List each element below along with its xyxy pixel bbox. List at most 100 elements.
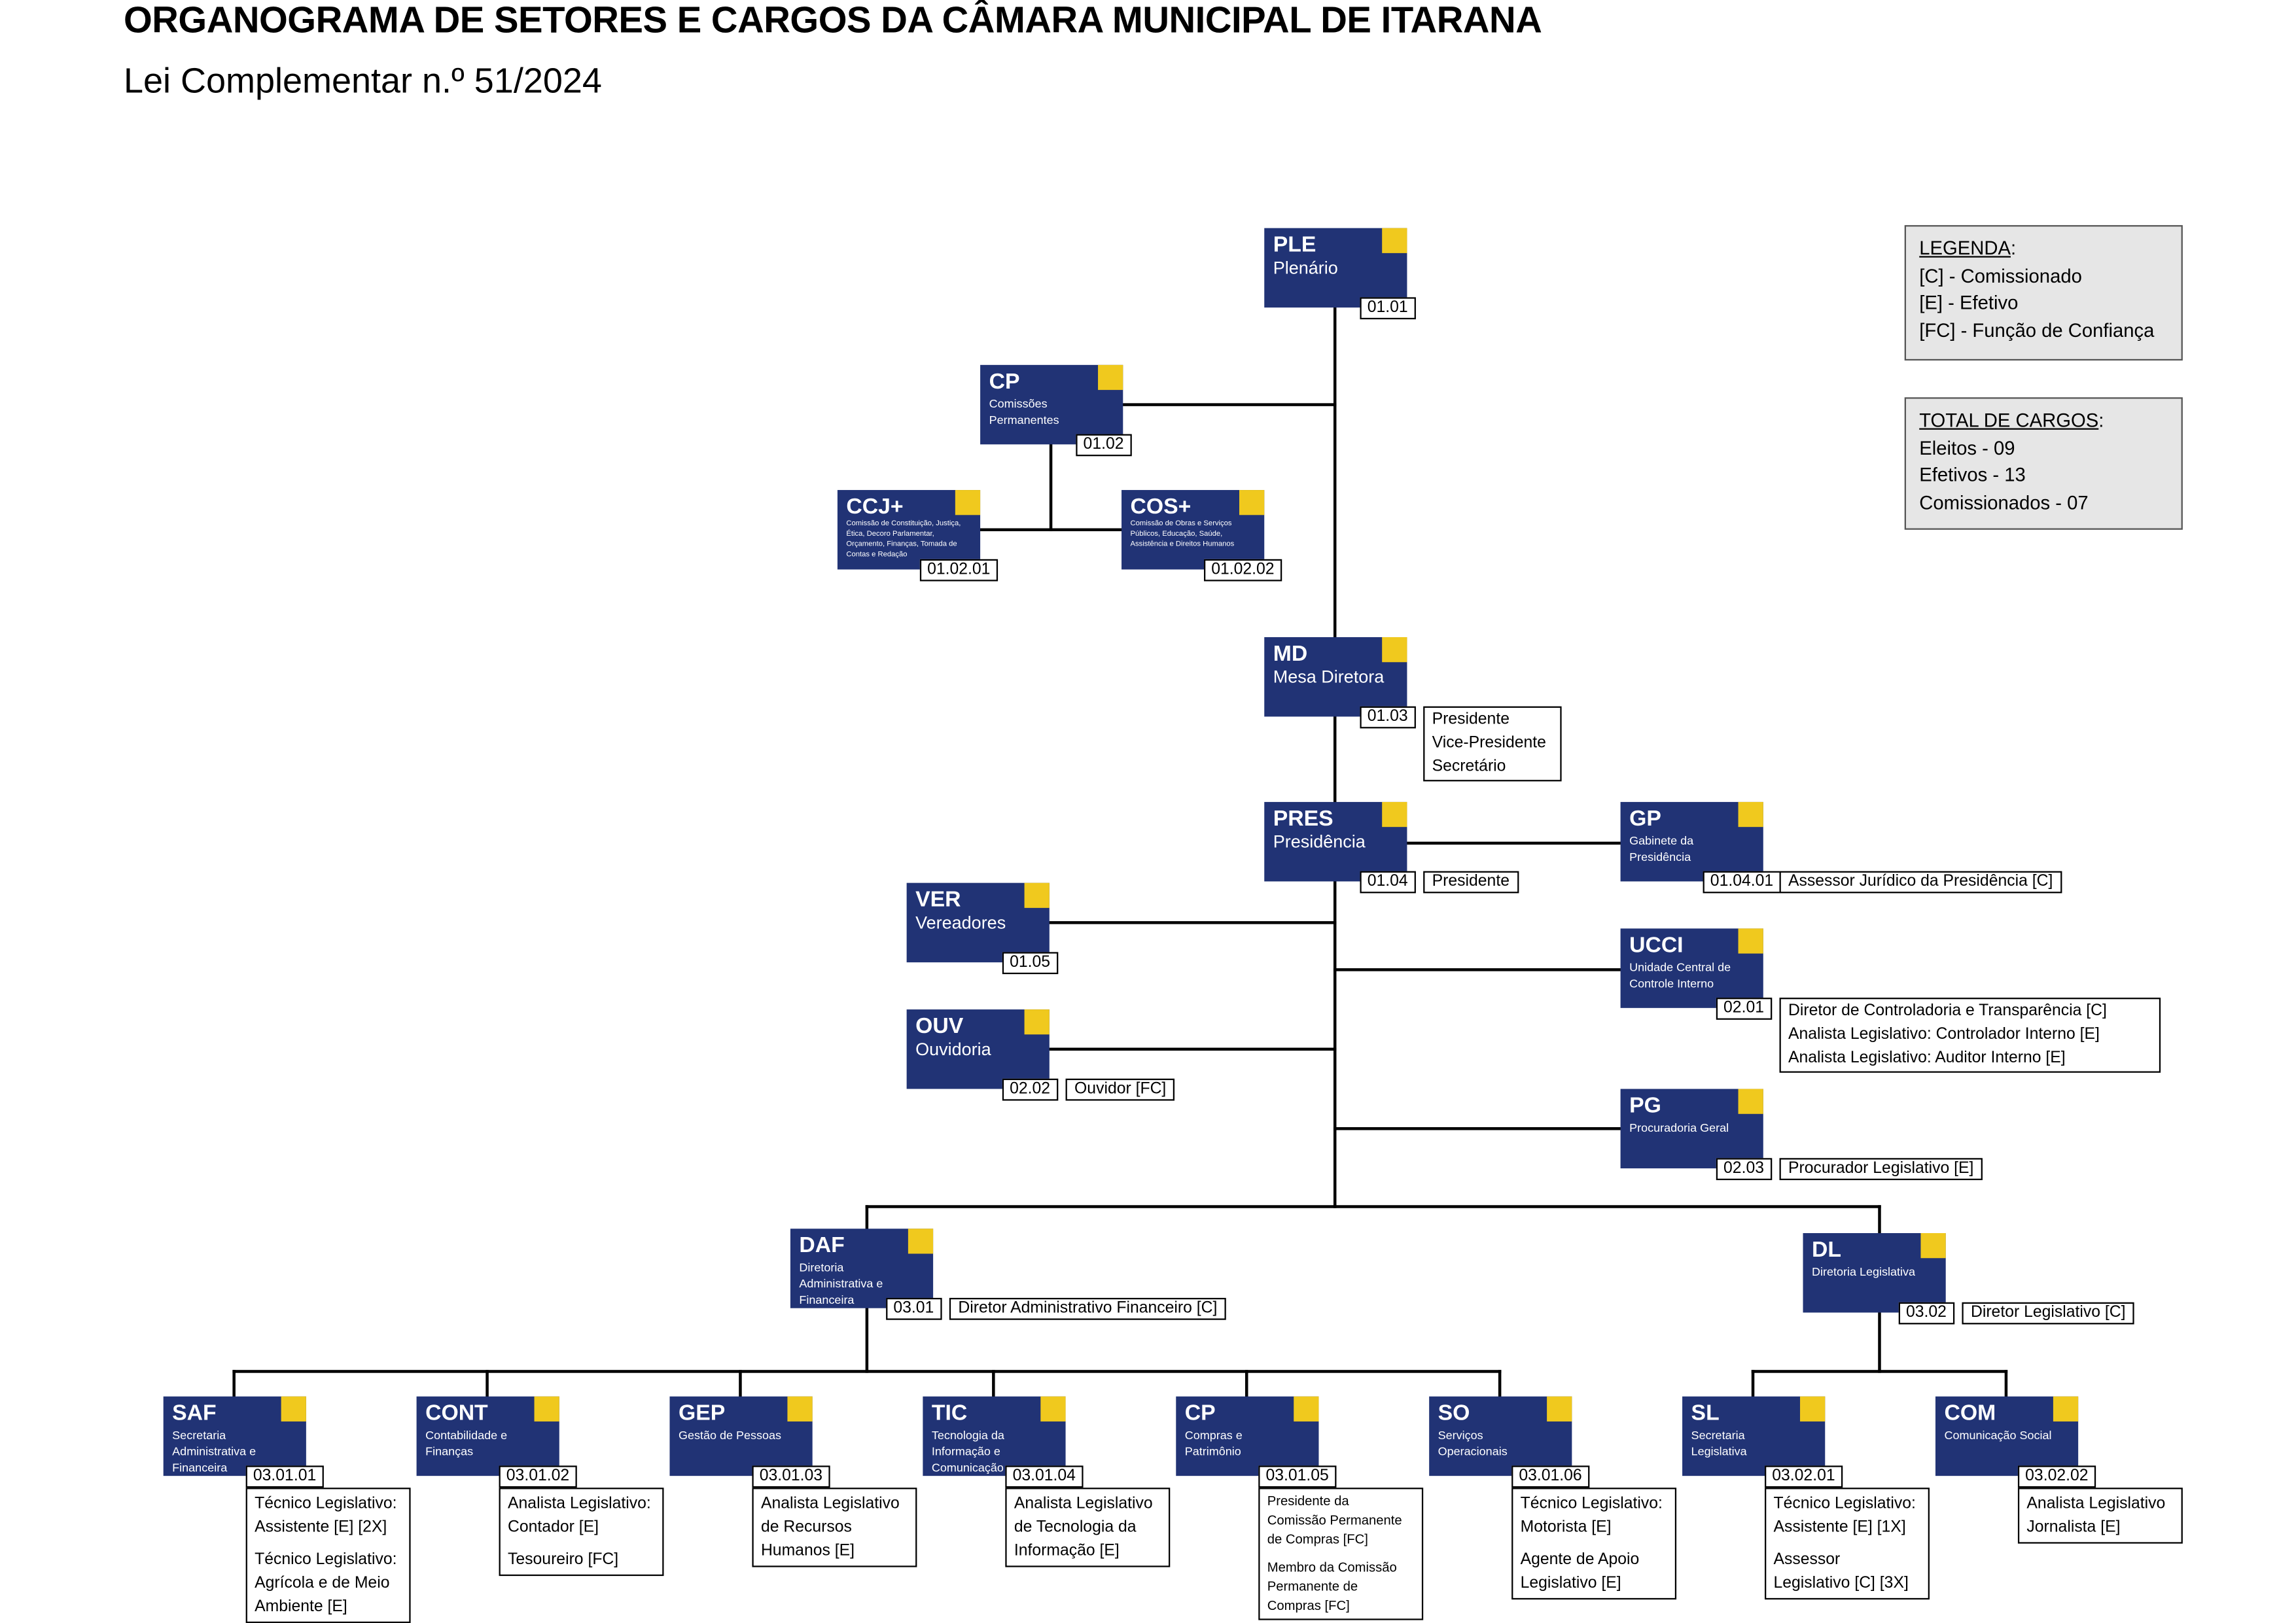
role-line: Técnico Legislativo: — [255, 1495, 397, 1513]
accent-square-icon — [1098, 364, 1123, 391]
unit-code: 03.02.02 — [2017, 1465, 2096, 1488]
role-label: Diretor Legislativo [C] — [1962, 1302, 2134, 1325]
unit-name: Comissões Permanentes — [989, 397, 1059, 427]
role-line: Agente de Apoio — [1520, 1550, 1640, 1569]
unit-abbr: GP — [1629, 806, 1661, 831]
unit-code: 03.01.02 — [499, 1465, 577, 1488]
org-box-so-03-01-06: SO Serviços Operacionais — [1429, 1396, 1572, 1476]
role-line: Motorista [E] — [1520, 1518, 1612, 1537]
role-line: Analista Legislativo — [2026, 1495, 2166, 1513]
unit-abbr: SAF — [172, 1401, 217, 1426]
unit-abbr: PLE — [1273, 232, 1316, 258]
connector-line — [1498, 1369, 1502, 1399]
unit-abbr: CONT — [425, 1401, 488, 1426]
connector-line — [1404, 841, 1623, 845]
unit-code: 03.01.04 — [1005, 1465, 1084, 1488]
accent-square-icon — [1024, 882, 1050, 908]
connector-line — [1049, 442, 1053, 532]
accent-square-icon — [1738, 1089, 1763, 1114]
unit-code: 01.04.01 — [1703, 871, 1781, 894]
unit-name: Presidência — [1273, 831, 1366, 852]
connector-line — [1751, 1369, 2008, 1374]
role-line: Legislativo [C] [3X] — [1773, 1574, 1909, 1592]
org-box-cont-03-01-02: CONT Contabilidade e Finanças — [416, 1396, 559, 1476]
connector-line — [1048, 920, 1337, 925]
role-line: Ambiente [E] — [255, 1597, 347, 1616]
accent-square-icon — [908, 1229, 934, 1254]
role-label: Ouvidor [FC] — [1065, 1078, 1175, 1101]
spacer — [508, 1539, 655, 1548]
unit-abbr: DL — [1812, 1237, 1841, 1263]
unit-code: 01.04 — [1360, 871, 1415, 894]
unit-abbr: PG — [1629, 1093, 1661, 1119]
role-line: Tesoureiro [FC] — [508, 1550, 619, 1569]
unit-abbr: GEP — [678, 1401, 726, 1426]
role-line: Diretor de Controladoria e Transparência… — [1788, 1002, 2107, 1020]
connector-line — [1333, 968, 1623, 972]
org-box-cos-01-02-02: COS+Comissão de Obras e Serviços Público… — [1122, 490, 1265, 570]
unit-name: Comissão de Obras e Serviços Públicos, E… — [1130, 519, 1235, 550]
accent-square-icon — [1547, 1396, 1572, 1422]
org-box-gp-01-04-01: GP Gabinete da Presidência — [1620, 801, 1763, 882]
totals-item: Comissionados - 07 — [1919, 491, 2089, 513]
accent-square-icon — [534, 1396, 559, 1422]
role-line: Legislativo [E] — [1520, 1574, 1621, 1592]
org-box-pg-02-03: PG Procuradoria Geral — [1620, 1089, 1763, 1169]
role-line: Assistente [E] [2X] — [255, 1518, 387, 1537]
role-line: Assistente [E] [1X] — [1773, 1518, 1906, 1537]
role-line: Contador [E] — [508, 1518, 599, 1537]
totals-box: TOTAL DE CARGOS: Eleitos - 09 Efetivos -… — [1904, 397, 2183, 530]
legend-item: [FC] - Função de Confiança — [1919, 318, 2155, 341]
org-box-ccj-01-02-01: CCJ+Comissão de Constituição, Justiça, É… — [837, 490, 981, 570]
role-line: de Compras [FC] — [1267, 1531, 1368, 1547]
unit-name: Serviços Operacionais — [1438, 1429, 1508, 1459]
role-line: Agrícola e de Meio — [255, 1574, 390, 1592]
role-line: Comissão Permanente — [1267, 1512, 1402, 1527]
spacer — [1521, 1539, 1668, 1548]
unit-name: Comissão de Constituição, Justiça, Ética… — [846, 519, 961, 559]
role-line: Permanente de — [1267, 1579, 1358, 1594]
unit-name: Gabinete da Presidência — [1629, 834, 1694, 864]
unit-name: Contabilidade e Finanças — [425, 1429, 508, 1459]
accent-square-icon — [955, 490, 981, 515]
unit-name: Mesa Diretora — [1273, 666, 1385, 688]
connector-line — [1751, 1369, 1755, 1399]
role-line: Analista Legislativo — [760, 1495, 900, 1513]
unit-name: Unidade Central de Controle Interno — [1629, 960, 1731, 990]
accent-square-icon — [2053, 1396, 2079, 1422]
unit-name: Diretoria Administrativa e Financeira — [799, 1261, 883, 1307]
page-subtitle: Lei Complementar n.º 51/2024 — [123, 61, 602, 102]
unit-code: 01.01 — [1360, 297, 1415, 320]
unit-abbr: SO — [1438, 1401, 1470, 1426]
unit-code: 03.01.01 — [245, 1465, 324, 1488]
connector-line — [1877, 1310, 1882, 1374]
connector-line — [738, 1369, 743, 1399]
accent-square-icon — [1382, 228, 1407, 253]
unit-name: Ouvidoria — [915, 1039, 991, 1060]
unit-name: Comunicação Social — [1944, 1429, 2052, 1442]
unit-code: 01.02.01 — [919, 559, 998, 582]
role-line: Técnico Legislativo: — [1773, 1495, 1916, 1513]
accent-square-icon — [1239, 490, 1265, 515]
role-line: de Tecnologia da — [1014, 1518, 1137, 1537]
role-line: Jornalista [E] — [2026, 1518, 2121, 1537]
roles-box: Técnico Legislativo:Assistente [E] [2X]T… — [245, 1488, 411, 1623]
unit-name: Procuradoria Geral — [1629, 1121, 1729, 1135]
unit-abbr: CP — [1184, 1401, 1216, 1426]
legend-item: [E] - Efetivo — [1919, 291, 2019, 314]
unit-name: Compras e Patrimônio — [1184, 1429, 1243, 1459]
connector-line — [1120, 402, 1337, 407]
unit-code: 03.01.06 — [1511, 1465, 1589, 1488]
